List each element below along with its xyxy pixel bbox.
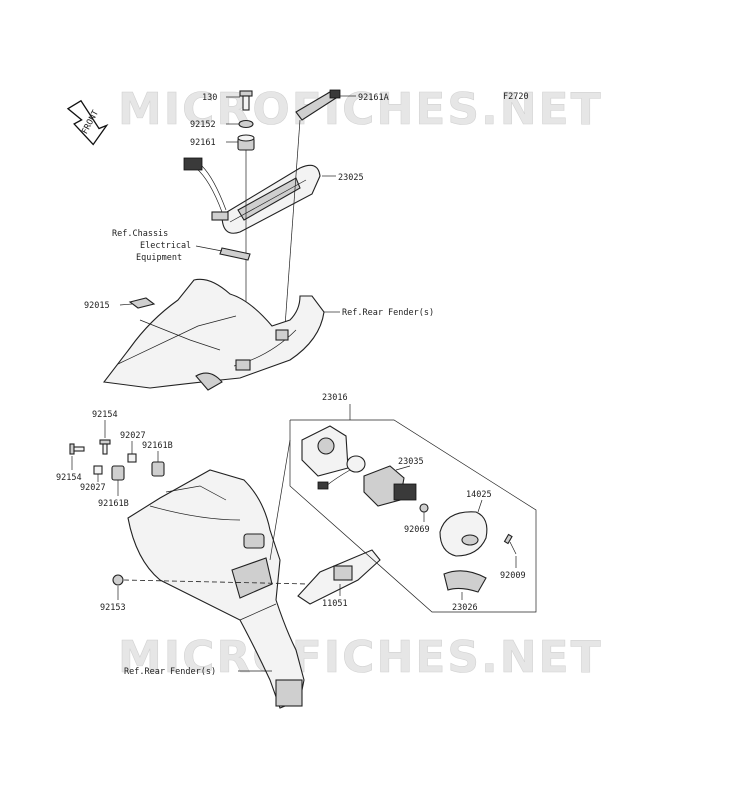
label-92161B-bottom: 92161B xyxy=(98,499,129,509)
assembly-outline-23016 xyxy=(289,419,537,613)
light-housing-23016 xyxy=(301,425,349,477)
label-92152: 92152 xyxy=(190,120,216,130)
collar-92027-left xyxy=(93,465,103,475)
screw-92154-left xyxy=(69,443,85,455)
connector-icon xyxy=(183,157,203,171)
washer-92152 xyxy=(238,119,254,129)
rear-fender-upper xyxy=(102,278,325,391)
nut-92015 xyxy=(128,297,156,309)
label-92009: 92009 xyxy=(500,571,526,581)
ref-chassis-line2: Electrical xyxy=(140,241,191,251)
label-92015: 92015 xyxy=(84,301,110,311)
bulb-socket xyxy=(317,455,366,490)
label-92027-left: 92027 xyxy=(80,483,106,493)
label-23016: 23016 xyxy=(322,393,348,403)
reflector-23026 xyxy=(443,570,487,593)
front-arrow-icon: FRONT xyxy=(66,99,109,146)
screw-92009 xyxy=(503,533,517,555)
grommet-92161B-top xyxy=(151,461,165,477)
rear-fender-lower xyxy=(127,469,305,709)
screw-92154-top xyxy=(99,439,111,455)
label-11051: 11051 xyxy=(322,599,348,609)
label-92154-top: 92154 xyxy=(92,410,118,420)
ref-rear-fender-lower: Ref.Rear Fender(s) xyxy=(124,667,216,677)
label-92161B-top: 92161B xyxy=(142,441,173,451)
ref-chassis-line1: Ref.Chassis xyxy=(112,229,168,239)
label-92161A: 92161A xyxy=(358,93,389,103)
license-bracket-11051 xyxy=(297,549,381,605)
grommet-92161 xyxy=(237,134,255,151)
bracket-92161A xyxy=(295,89,341,121)
lens-cover-14025 xyxy=(439,511,488,557)
label-92161: 92161 xyxy=(190,138,216,148)
label-14025: 14025 xyxy=(466,490,492,500)
nut-92153 xyxy=(112,574,124,586)
label-130: 130 xyxy=(202,93,217,103)
ref-rear-fender-upper: Ref.Rear Fender(s) xyxy=(342,308,434,318)
label-92027-top: 92027 xyxy=(120,431,146,441)
collar-92027-top xyxy=(127,453,137,463)
label-92153: 92153 xyxy=(100,603,126,613)
label-92154-left: 92154 xyxy=(56,473,82,483)
grommet-92161B-bottom xyxy=(111,465,125,481)
label-23026: 23026 xyxy=(452,603,478,613)
watermark-bottom: MICROFICHES.NET xyxy=(118,632,603,683)
tail-light-23025 xyxy=(211,164,321,234)
lens-holder-23035 xyxy=(363,465,417,507)
bolt-130 xyxy=(239,90,253,111)
clamp-icon xyxy=(219,247,251,261)
ref-chassis-line3: Equipment xyxy=(136,253,182,263)
screw-92069 xyxy=(419,503,429,513)
watermark-top: MICROFICHES.NET xyxy=(118,84,603,135)
label-23025: 23025 xyxy=(338,173,364,183)
label-23035: 23035 xyxy=(398,457,424,467)
label-92069: 92069 xyxy=(404,525,430,535)
diagram-code: F2720 xyxy=(503,92,529,102)
